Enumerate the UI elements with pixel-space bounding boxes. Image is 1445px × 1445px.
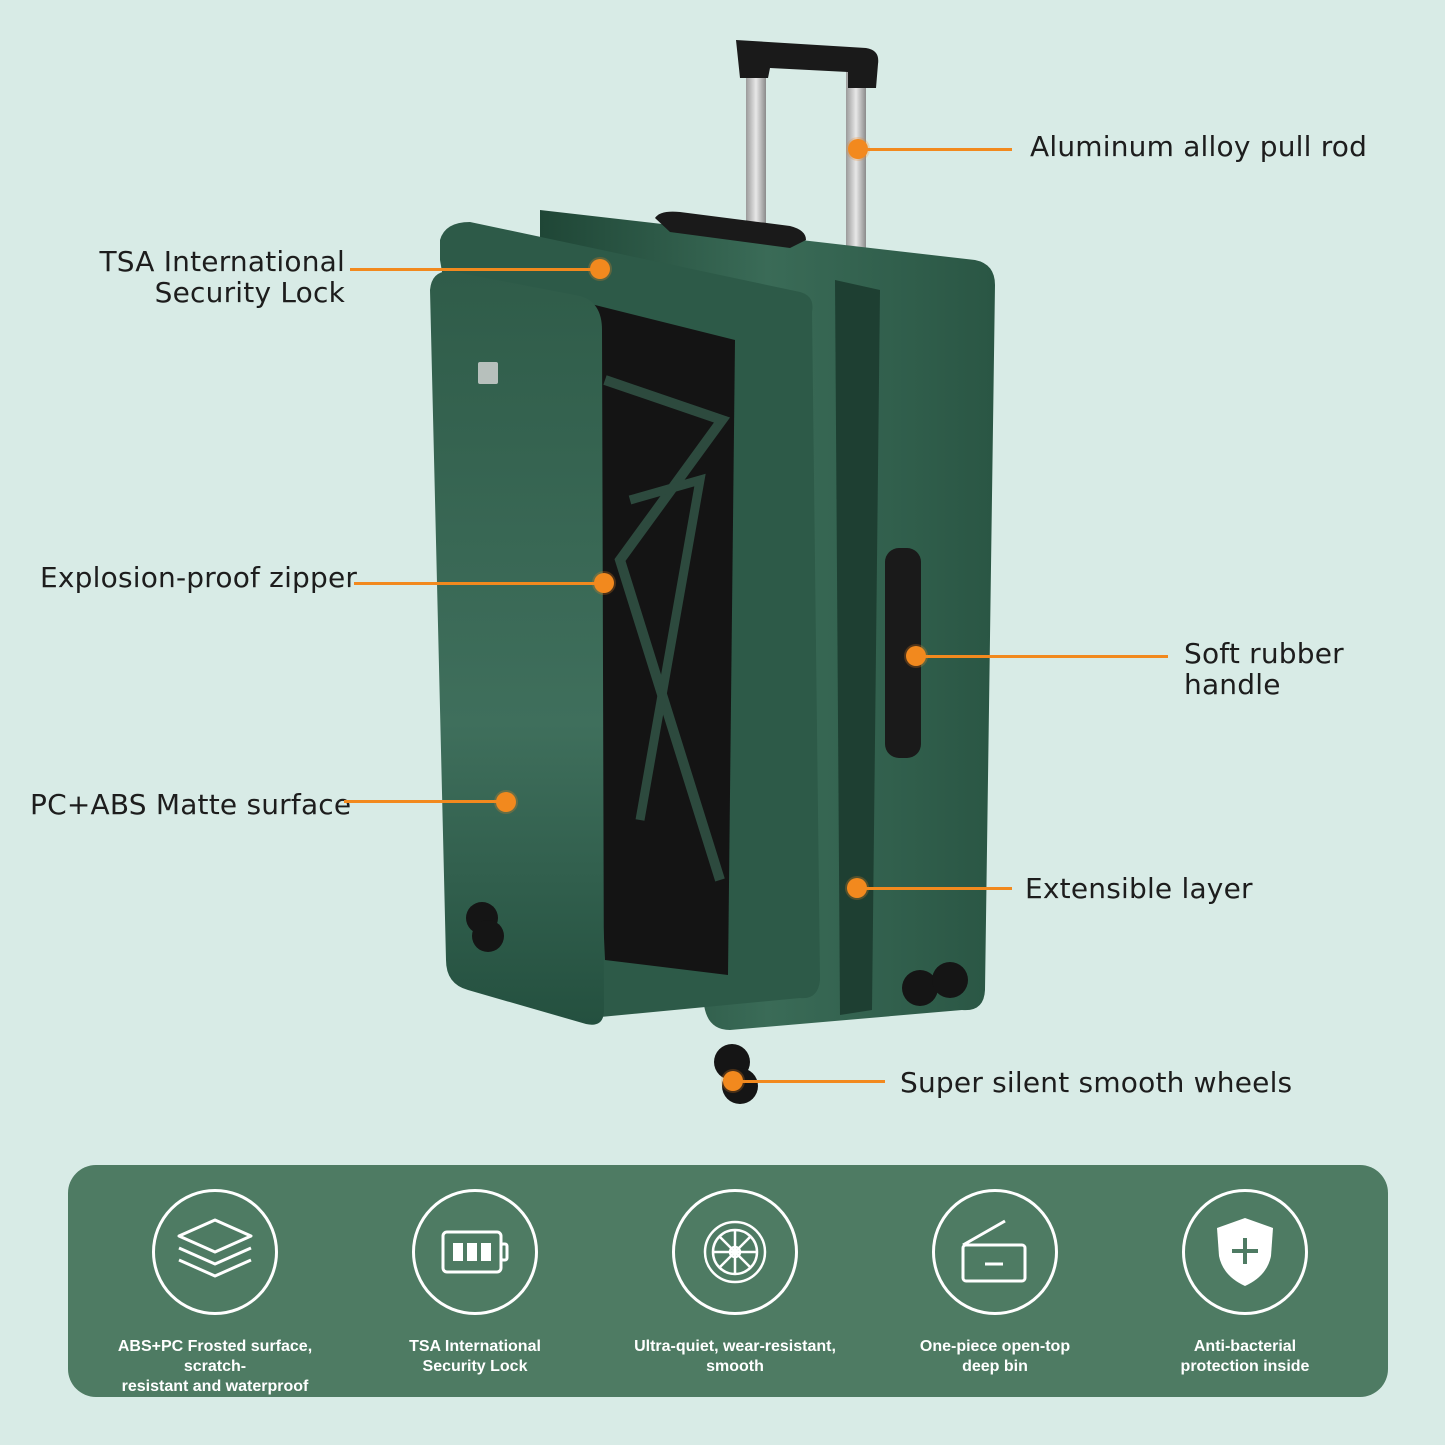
front-door-panel	[430, 271, 604, 1025]
handle-leader	[916, 655, 1168, 658]
surface-leader	[344, 800, 506, 803]
pull-rod-left	[746, 70, 766, 250]
extensible-layer-band	[835, 280, 880, 1015]
tsa-lock-label-line2: Security Lock	[154, 276, 345, 309]
feature-antibacterial: Anti-bacterial protection inside	[1125, 1189, 1365, 1377]
layers-icon	[177, 1218, 253, 1278]
feature-surface-caption: ABS+PC Frosted surface, scratch- resista…	[117, 1338, 313, 1395]
combination-lock-icon	[441, 1230, 509, 1274]
feature-lock-ring	[412, 1189, 538, 1315]
feature-surface-ring	[152, 1189, 278, 1315]
wheels-leader	[733, 1080, 885, 1083]
tsa-lock-marker	[590, 259, 610, 279]
feature-lock: TSA International Security Lock	[355, 1189, 595, 1377]
feature-wheel-ring	[672, 1189, 798, 1315]
zipper-leader	[354, 582, 604, 585]
pull-rod-marker	[848, 139, 868, 159]
zipper-label: Explosion-proof zipper	[40, 561, 358, 594]
wheels	[466, 902, 968, 1104]
extensible-leader	[857, 887, 1012, 890]
feature-antibacterial-caption: Anti-bacterial protection inside	[1180, 1338, 1310, 1375]
zipper-marker	[594, 573, 614, 593]
wheels-label: Super silent smooth wheels	[900, 1066, 1293, 1099]
side-handle	[885, 548, 921, 758]
shield-plus-icon	[1217, 1218, 1273, 1286]
pull-rod-grip	[736, 40, 879, 88]
extensible-label: Extensible layer	[1025, 872, 1253, 905]
surface-marker	[496, 792, 516, 812]
feature-bin: One-piece open-top deep bin	[875, 1189, 1115, 1377]
tsa-lock-label: TSA International Security Lock	[60, 246, 345, 308]
feature-antibacterial-ring	[1182, 1189, 1308, 1315]
surface-label: PC+ABS Matte surface	[30, 788, 352, 821]
feature-surface: ABS+PC Frosted surface, scratch- resista…	[95, 1189, 335, 1397]
feature-bin-ring	[932, 1189, 1058, 1315]
feature-wheel: Ultra-quiet, wear-resistant, smooth	[615, 1189, 855, 1377]
tsa-lock-leader	[350, 268, 600, 271]
suitcase-illustration	[430, 40, 995, 1104]
pull-rod-label: Aluminum alloy pull rod	[1030, 130, 1368, 163]
tsa-lock-label-line1: TSA International	[99, 245, 345, 278]
handle-label-line1: Soft rubber	[1184, 637, 1344, 670]
handle-label-line2: handle	[1184, 668, 1281, 701]
wheel-icon	[703, 1220, 767, 1284]
feature-panel: ABS+PC Frosted surface, scratch- resista…	[68, 1165, 1388, 1397]
handle-label: Soft rubber handle	[1184, 638, 1344, 700]
pull-rod-right	[846, 70, 866, 250]
open-bin-icon	[961, 1219, 1027, 1283]
pull-rod-leader	[858, 148, 1012, 151]
feature-lock-caption: TSA International Security Lock	[409, 1338, 541, 1375]
top-handle	[655, 211, 806, 248]
feature-bin-caption: One-piece open-top deep bin	[919, 1338, 1071, 1375]
brand-badge	[478, 362, 498, 384]
feature-wheel-caption: Ultra-quiet, wear-resistant, smooth	[634, 1338, 836, 1375]
